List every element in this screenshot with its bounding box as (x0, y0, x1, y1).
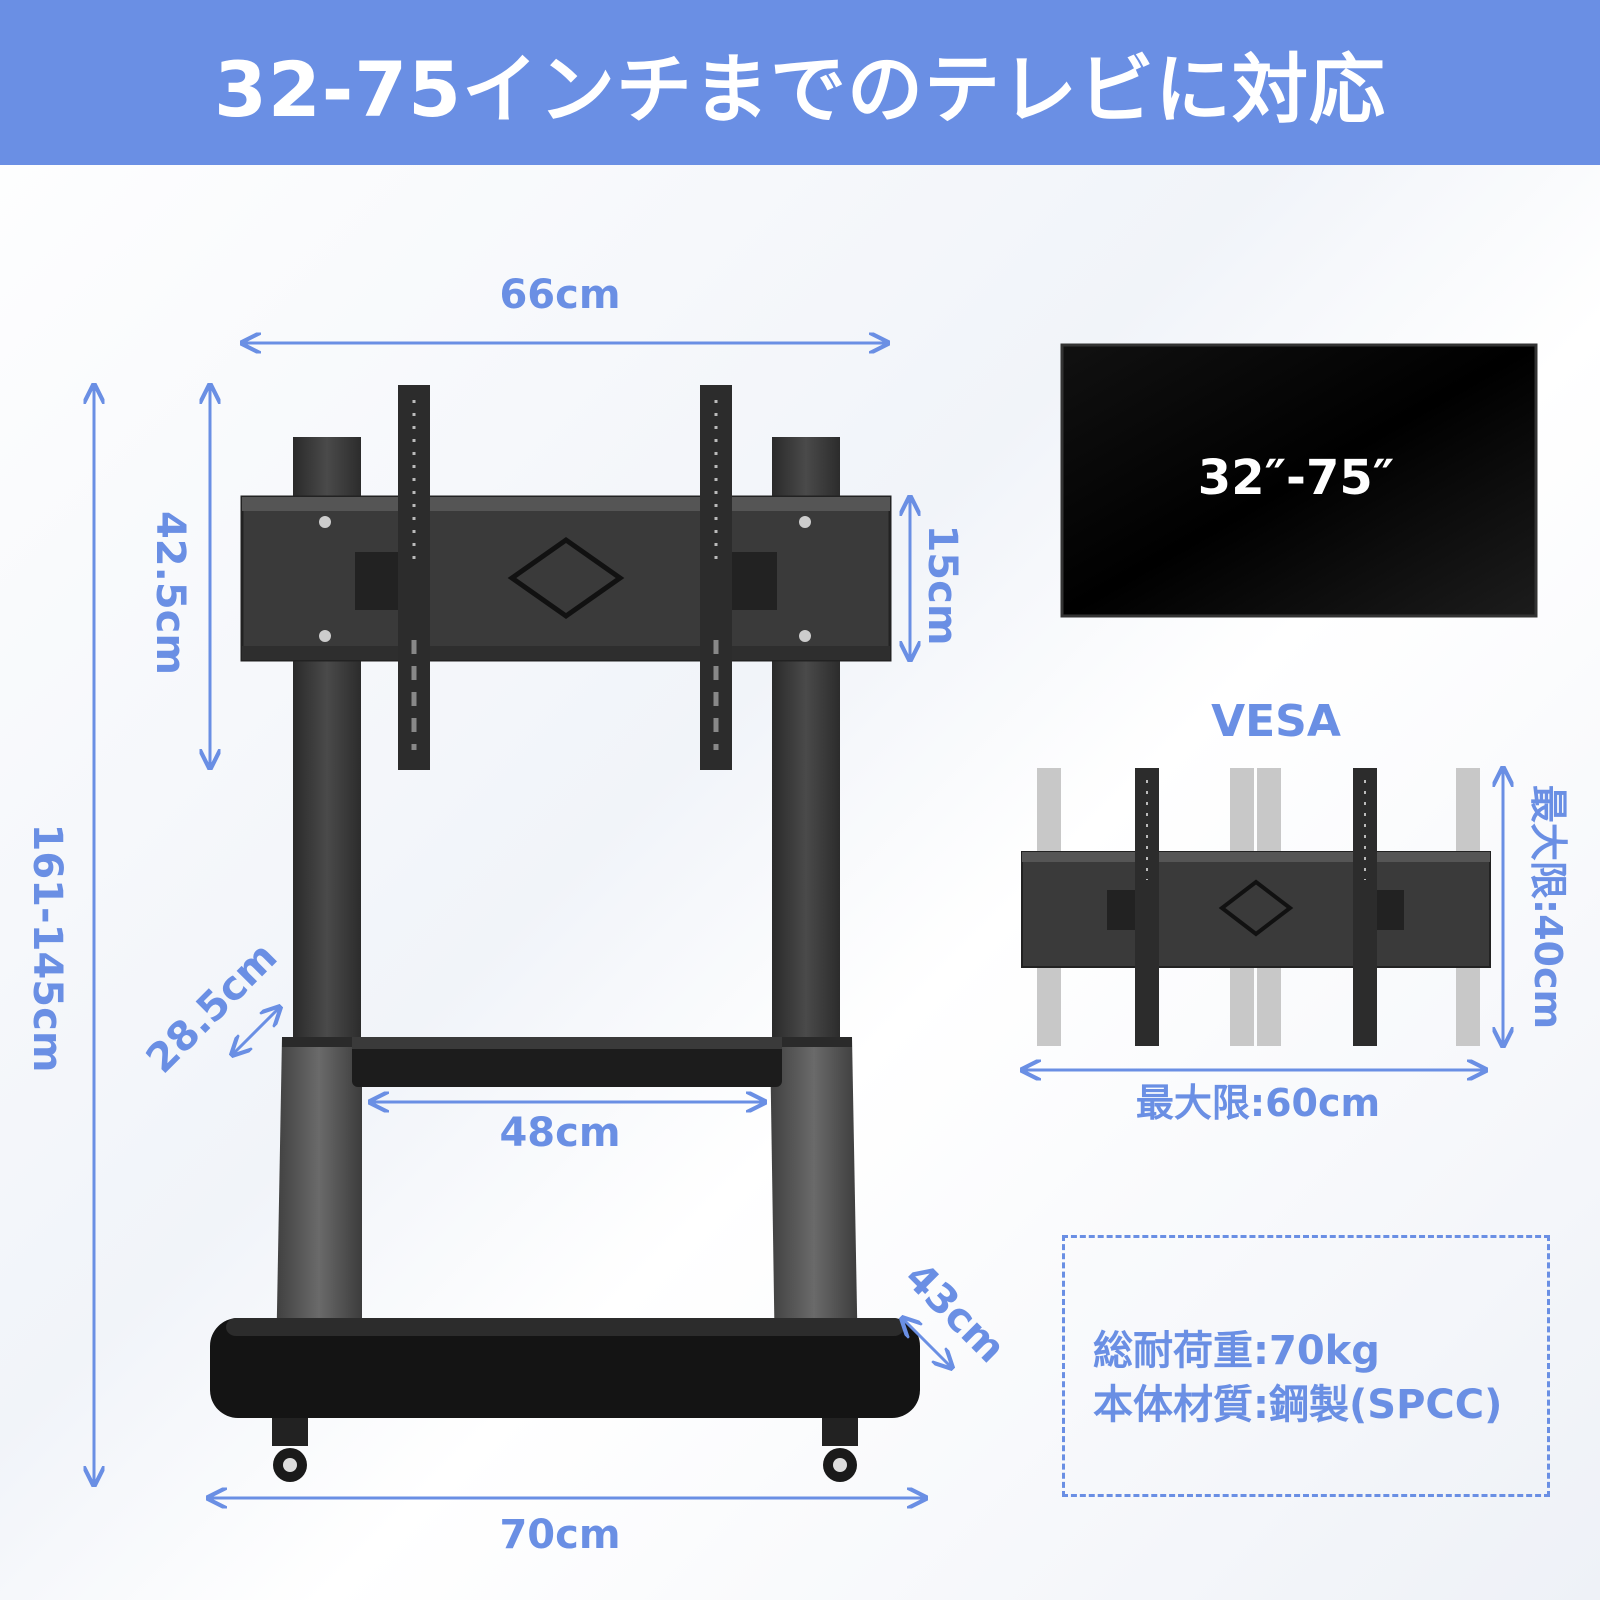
shelf (352, 1037, 782, 1087)
mount-diamond (507, 536, 625, 620)
dim-mount-height: 42.5cm (147, 510, 193, 676)
mount-plate (240, 495, 892, 662)
tv-size-label: 32″-75″ (1197, 450, 1395, 506)
left-leg (276, 1037, 362, 1365)
base-plate (210, 1318, 920, 1418)
vesa-arm-left (1135, 768, 1159, 1046)
header-banner: 32-75インチまでのテレビに対応 (0, 0, 1600, 165)
right-arm (700, 385, 732, 770)
spec-load: 総耐荷重:70kg (1093, 1328, 1380, 1374)
caster-right (822, 1418, 858, 1482)
dim-shelf-width: 48cm (499, 1110, 621, 1156)
tv-stand (210, 385, 920, 1482)
dim-base-width: 70cm (499, 1512, 621, 1558)
arrow-base-depth (902, 1318, 952, 1368)
dim-total-height: 161-145cm (24, 823, 70, 1073)
arrow-shelf-depth (232, 1007, 280, 1055)
dim-top-width: 66cm (499, 272, 621, 318)
left-arm (398, 385, 430, 770)
dimension-arrows (94, 343, 1503, 1498)
right-leg (770, 1037, 858, 1365)
vesa-max-height: 最大限:40cm (1526, 784, 1570, 1030)
dim-bracket-height: 15cm (919, 524, 965, 646)
spec-box (1062, 1235, 1550, 1497)
tv-screen (1060, 343, 1538, 618)
vesa-max-width: 最大限:60cm (1135, 1081, 1381, 1125)
vesa-plate (1021, 851, 1491, 968)
vesa-title: VESA (1211, 696, 1341, 747)
caster-left (272, 1418, 308, 1482)
spec-material: 本体材質:鋼製(SPCC) (1093, 1382, 1503, 1428)
vesa-arm-right (1353, 768, 1377, 1046)
page-title: 32-75インチまでのテレビに対応 (213, 44, 1387, 134)
vesa-diagram (1021, 768, 1491, 1046)
